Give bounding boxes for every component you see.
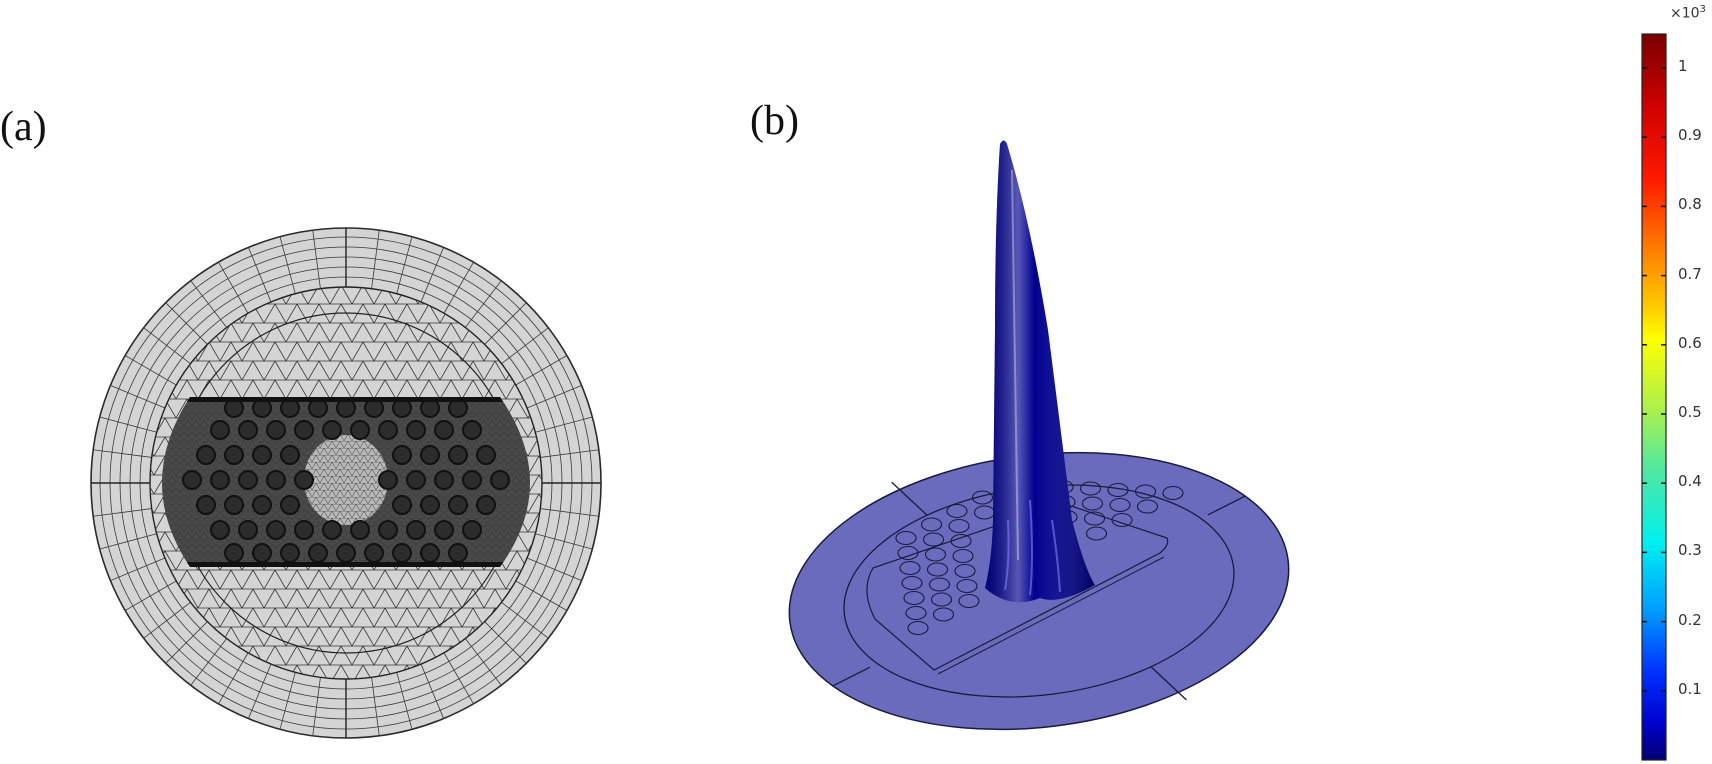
core-region-outline [866,502,1169,671]
colorbar-multiplier: ×103 [1670,4,1706,22]
colorbar-tick-label: 0.3 [1678,541,1702,559]
colorbar-tick-label: 0.2 [1678,611,1702,629]
colorbar-tick-label: 0.4 [1678,472,1702,490]
pml-dividers [832,481,1246,701]
colorbar-tick-label: 0.5 [1678,403,1702,421]
colorbar-tick-label: 0.9 [1678,126,1702,144]
panel-label-b: (b) [750,98,799,144]
multiplier-exp: 3 [1699,4,1706,15]
colorbar-tick-label: 0.7 [1678,265,1702,283]
core-mesh [162,397,530,567]
colorbar [1641,33,1667,761]
mesh-panel [90,227,602,739]
quadrant-lines [91,228,601,738]
pml-spokes [91,228,601,738]
colorbar-tick-label: 0.6 [1678,334,1702,352]
multiplier-base: ×10 [1670,5,1700,22]
mode-peak [985,140,1095,603]
colorbar-gradient [1641,33,1667,761]
core-edge-line [937,556,1165,675]
colorbar-tick-label: 0.8 [1678,195,1702,213]
surface-panel [788,140,1290,731]
colorbar-tick-label: 0.1 [1678,680,1702,698]
colorbar-tick-label: 1 [1678,57,1688,75]
panel-label-a: (a) [0,104,47,150]
